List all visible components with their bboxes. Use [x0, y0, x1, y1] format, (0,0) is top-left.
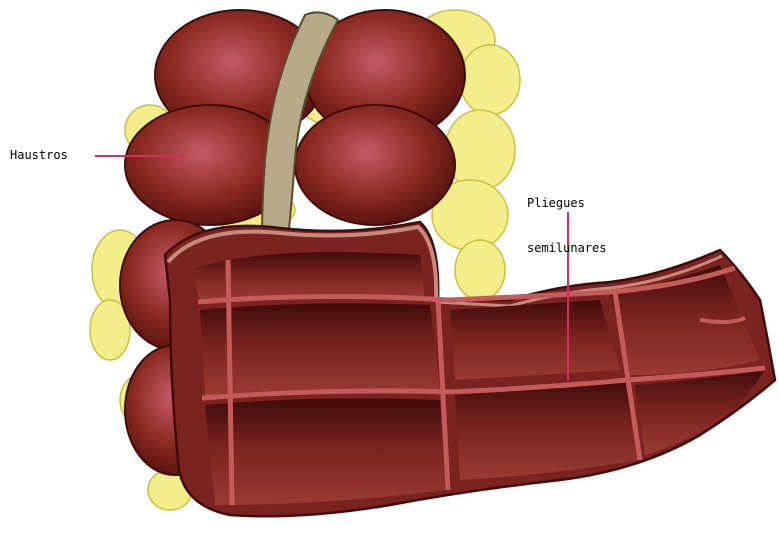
label-pliegues-line2: semilunares: [527, 241, 606, 256]
label-haustros: Haustros: [10, 148, 68, 163]
label-pliegues-line1: Pliegues: [527, 196, 606, 211]
label-pliegues-semilunares: Pliegues semilunares: [527, 166, 606, 286]
